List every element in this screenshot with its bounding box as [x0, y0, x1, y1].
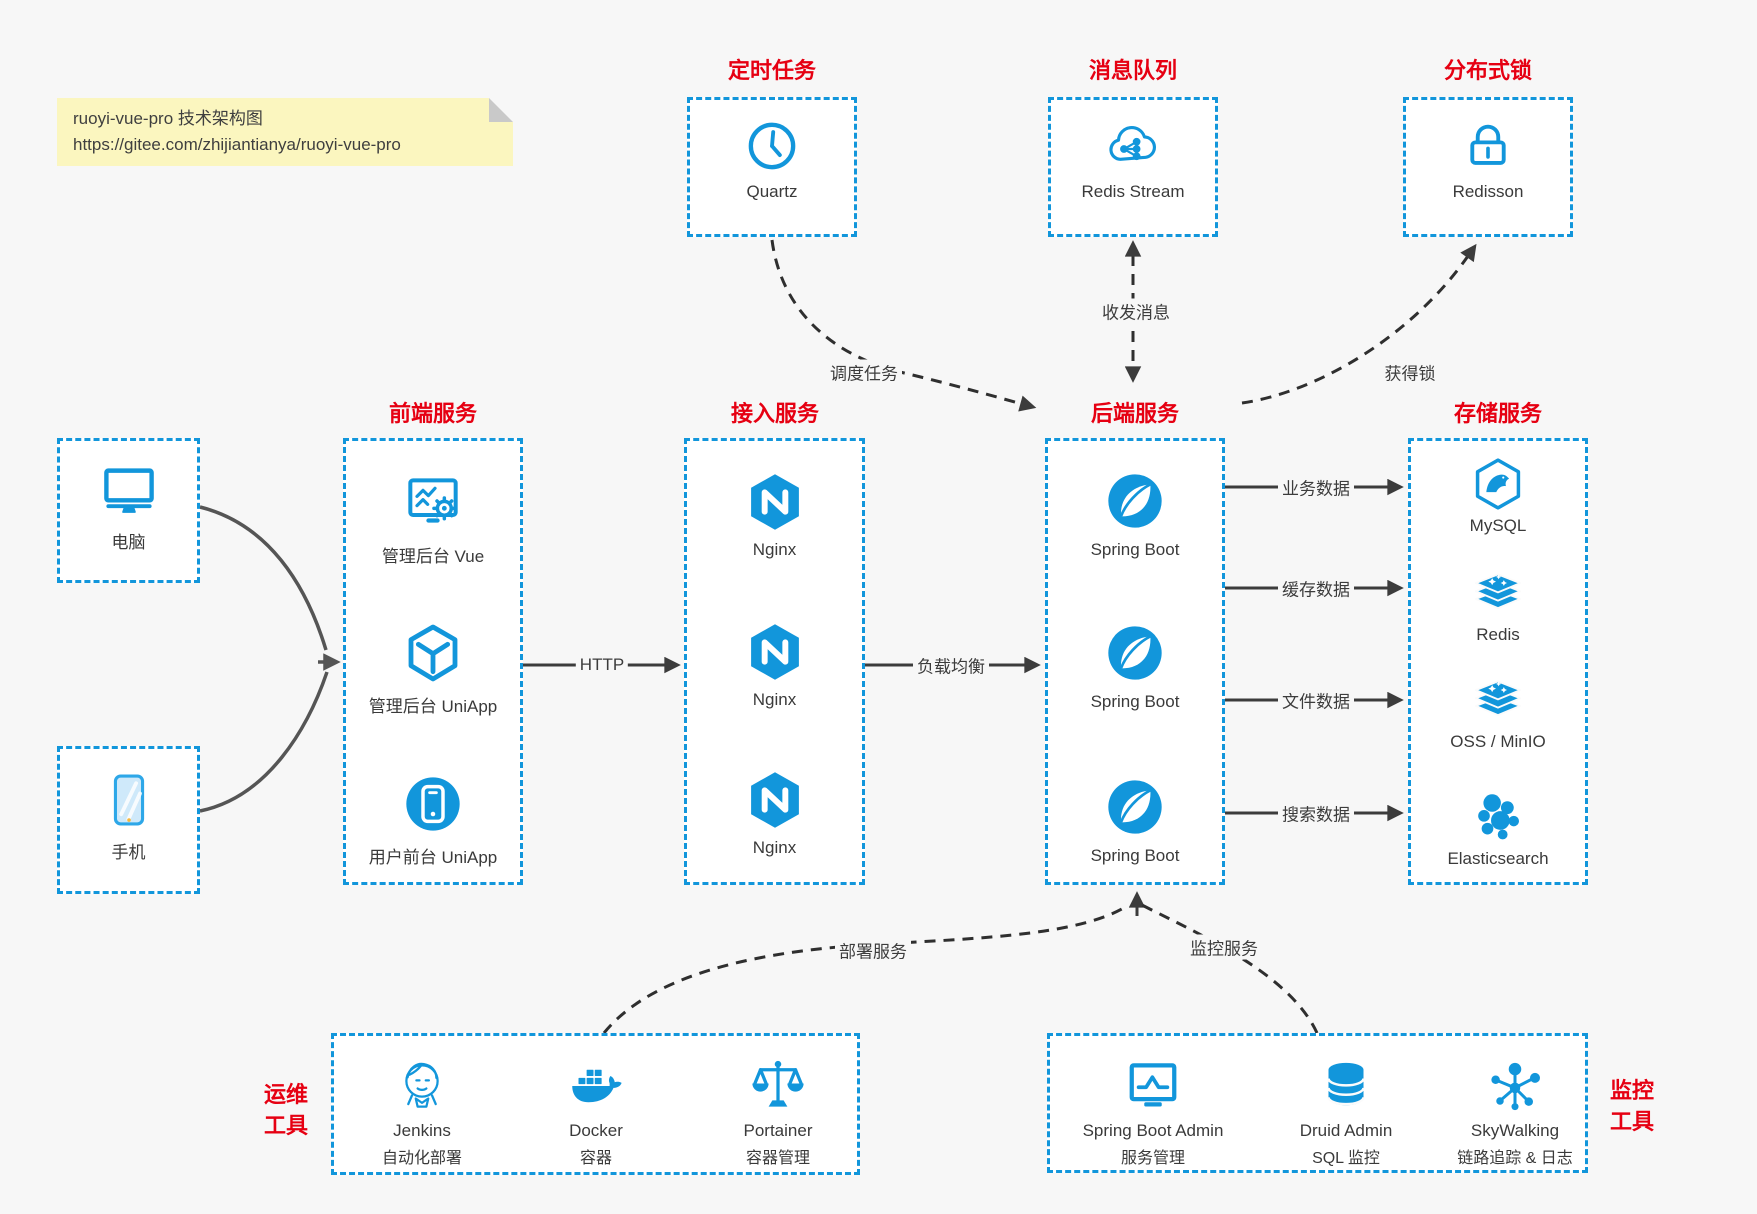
backend-services-box: Spring Boot Spring Boot Spring Boot [1045, 438, 1225, 885]
smartphone-icon [98, 769, 160, 831]
lock-icon [1459, 117, 1517, 175]
docker-whale-icon [566, 1056, 626, 1116]
node-label: Redis Stream [1081, 182, 1185, 201]
side-label-line: 工具 [1609, 1108, 1654, 1134]
group-title-scheduled-tasks: 定时任务 [727, 58, 817, 83]
edge-label-load-balance: 负载均衡 [913, 652, 989, 678]
node-label: Redis [1476, 625, 1520, 644]
monitor-tools-box: Spring Boot Admin 服务管理 Druid Admin SQL 监… [1047, 1033, 1588, 1173]
tool-name: SkyWalking [1470, 1121, 1560, 1140]
column-title-storage: 存储服务 [1453, 401, 1543, 426]
monitor-tools-side-label: 监控 工具 [1602, 1076, 1662, 1138]
edge-label-deploy: 部署服务 [835, 937, 911, 963]
tool-name: Druid Admin [1299, 1121, 1393, 1140]
spring-leaf-icon [1103, 775, 1167, 839]
storage-services-box: MySQL Redis OSS / MinIO Elasticsearch [1408, 438, 1588, 885]
monitor-chart-icon [1123, 1056, 1183, 1116]
uniapp-cube-icon [401, 621, 465, 685]
edge-label-business-data: 业务数据 [1278, 474, 1354, 500]
cloud-share-icon [1104, 117, 1162, 175]
ops-tools-box: Jenkins 自动化部署 Docker 容器 Portainer 容器管理 [331, 1033, 860, 1175]
edge-label-monitor: 监控服务 [1186, 934, 1262, 960]
pc-client-box: 电脑 [57, 438, 200, 583]
mysql-dolphin-icon [1470, 456, 1526, 512]
tool-name: Jenkins [393, 1121, 451, 1140]
mobile-client-box: 手机 [57, 746, 200, 894]
tool-desc: 容器 [579, 1150, 612, 1167]
ops-tools-side-label: 运维 工具 [256, 1080, 316, 1142]
spring-leaf-icon [1103, 621, 1167, 685]
redis-stack-icon [1470, 565, 1526, 621]
gateway-services-box: Nginx Nginx Nginx [684, 438, 865, 885]
node-label: Nginx [752, 540, 797, 559]
group-title-message-queue: 消息队列 [1088, 58, 1178, 83]
node-label: OSS / MinIO [1450, 732, 1546, 751]
node-label: Redisson [1452, 182, 1524, 201]
node-label: Nginx [752, 690, 797, 709]
column-title-gateway: 接入服务 [730, 401, 820, 426]
note-title: ruoyi-vue-pro 技术架构图 [73, 109, 263, 128]
portainer-scales-icon [748, 1056, 808, 1116]
network-nodes-icon [1485, 1056, 1545, 1116]
clock-icon [743, 117, 801, 175]
node-label: 管理后台 UniApp [368, 697, 498, 716]
node-label: Elasticsearch [1447, 849, 1549, 868]
edge-label-search-data: 搜索数据 [1278, 800, 1354, 826]
node-label: 电脑 [111, 533, 146, 552]
side-label-line: 监控 [1609, 1078, 1654, 1103]
side-label-line: 运维 [263, 1082, 308, 1107]
redis-stack-icon [1470, 672, 1526, 728]
node-label: 用户前台 UniApp [368, 848, 498, 867]
edge-label-lock: 获得锁 [1380, 359, 1440, 385]
tool-name: Portainer [743, 1121, 813, 1140]
frontend-services-box: 管理后台 Vue 管理后台 UniApp 用户前台 UniApp [343, 438, 523, 885]
redisson-box: Redisson [1403, 97, 1573, 237]
user-app-phone-icon [401, 772, 465, 836]
note-url: https://gitee.com/zhijiantianya/ruoyi-vu… [73, 135, 401, 155]
jenkins-icon [392, 1056, 452, 1116]
node-label: Spring Boot [1090, 540, 1180, 559]
spring-leaf-icon [1103, 469, 1167, 533]
edge-label-messages: 收发消息 [1098, 298, 1174, 324]
redis-stream-box: Redis Stream [1048, 97, 1218, 237]
edge-label-http: HTTP [575, 655, 629, 675]
node-label: MySQL [1469, 516, 1527, 535]
nginx-icon [744, 769, 806, 831]
node-label: 手机 [111, 843, 146, 862]
group-title-distributed-lock: 分布式锁 [1443, 58, 1533, 83]
quartz-box: Quartz [687, 97, 857, 237]
desktop-icon [98, 459, 160, 521]
admin-screen-gear-icon [401, 471, 465, 535]
edge-label-file-data: 文件数据 [1278, 687, 1354, 713]
tool-desc: 服务管理 [1120, 1150, 1185, 1167]
tool-desc: 链路追踪 & 日志 [1457, 1150, 1573, 1167]
node-label: 管理后台 Vue [381, 547, 485, 566]
sticky-note: ruoyi-vue-pro 技术架构图 https://gitee.com/zh… [57, 98, 513, 166]
database-icon [1316, 1056, 1376, 1116]
tool-desc: 自动化部署 [381, 1150, 462, 1167]
node-label: Spring Boot [1090, 692, 1180, 711]
edge-label-cache-data: 缓存数据 [1278, 575, 1354, 601]
node-label: Spring Boot [1090, 846, 1180, 865]
column-title-frontend: 前端服务 [388, 401, 478, 426]
nginx-icon [744, 621, 806, 683]
elasticsearch-cluster-icon [1470, 789, 1526, 845]
column-title-backend: 后端服务 [1090, 401, 1180, 426]
node-label: Quartz [746, 182, 798, 201]
tool-name: Docker [569, 1121, 623, 1140]
tool-desc: SQL 监控 [1312, 1150, 1380, 1167]
node-label: Nginx [752, 838, 797, 857]
side-label-line: 工具 [263, 1112, 308, 1138]
edge-label-schedule: 调度任务 [826, 359, 902, 385]
tool-desc: 容器管理 [745, 1150, 810, 1167]
nginx-icon [744, 471, 806, 533]
tool-name: Spring Boot Admin [1082, 1121, 1224, 1140]
